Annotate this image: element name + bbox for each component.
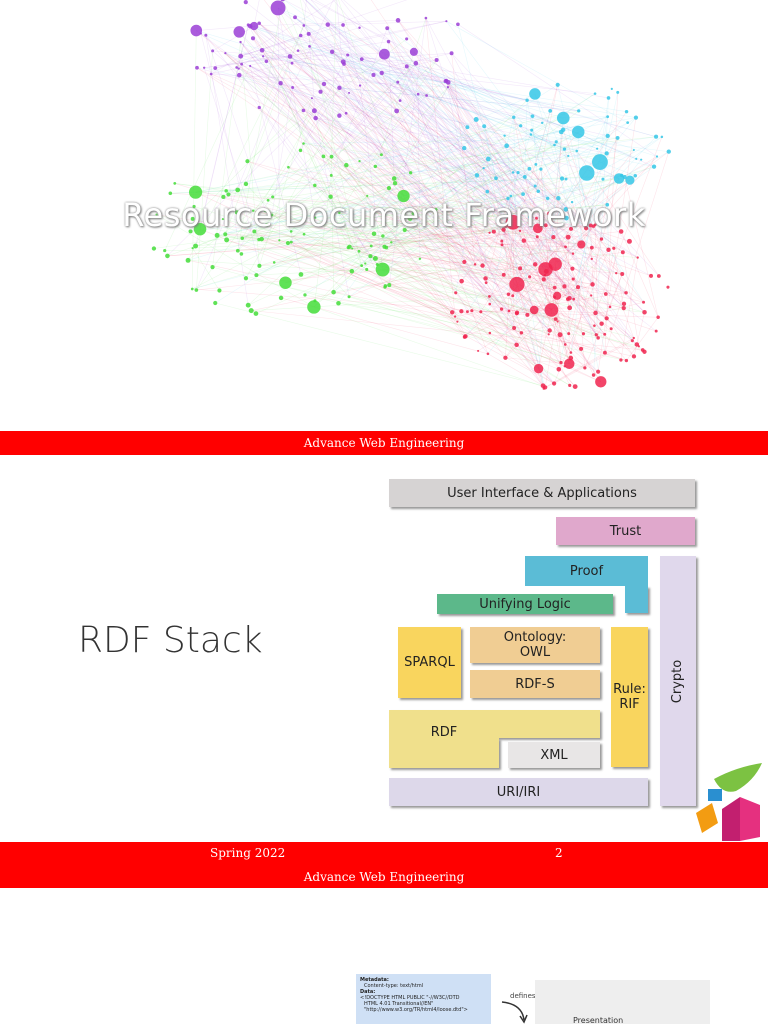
layer-proof-extension [625, 586, 648, 613]
network-graph-image [151, 0, 671, 390]
footer-bar: Advance Web Engineering [0, 431, 768, 455]
layer-rdf-extension [389, 738, 499, 768]
defines-label: defines [510, 992, 536, 1000]
semantic-web-logo [696, 763, 762, 841]
slide-html-diagram: Metadata: Content-type: text/html Data: … [0, 888, 768, 1024]
layer-crypto-label: Crypto [670, 659, 686, 703]
layer-sparql: SPARQL [398, 627, 461, 698]
layer-ui: User Interface & Applications [389, 479, 695, 507]
layer-ontology-label: Ontology: OWL [503, 630, 567, 660]
layer-rule-label: Rule: RIF [613, 682, 646, 712]
footer-course-name: Advance Web Engineering [303, 870, 465, 884]
layer-sparql-label: SPARQL [404, 655, 455, 670]
data-line-3: "http://www.w3.org/TR/html4/loose.dtd"> [364, 1007, 468, 1013]
network-nodes [151, 0, 671, 390]
data-line-1: <!DOCTYPE HTML PUBLIC "-//W3C//DTD [360, 995, 460, 1001]
slide-rdf-stack: RDF Stack User Interface & Applications … [0, 455, 768, 842]
layer-ui-label: User Interface & Applications [447, 485, 637, 501]
slide-title: Resource Document Framework [122, 196, 646, 234]
footer-semester: Spring 2022 [210, 846, 286, 860]
footer-bar: Spring 2022 2 Advance Web Engineering [0, 842, 768, 888]
metadata-card: Metadata: Content-type: text/html Data: … [356, 974, 491, 1024]
layer-rdf-label: RDF [430, 725, 458, 740]
presentation-label: Presentation [573, 1016, 624, 1024]
curved-arrow-icon [501, 1001, 528, 1024]
layer-xml: XML [508, 742, 600, 768]
layer-proof: Proof [525, 556, 648, 586]
metadata-heading: Metadata: [360, 977, 389, 983]
layer-uri-label: URI/IRI [496, 784, 541, 800]
layer-crypto: Crypto [660, 556, 696, 806]
slide-title: RDF Stack [78, 620, 263, 661]
layer-proof-label: Proof [569, 563, 604, 579]
slide-network-title: Resource Document Framework [0, 0, 768, 431]
layer-unifying-logic: Unifying Logic [437, 594, 613, 614]
data-line-2: HTML 4.01 Transitional//EN" [364, 1001, 434, 1007]
layer-rdfs-label: RDF-S [515, 676, 555, 692]
data-heading: Data: [360, 989, 376, 995]
metadata-content-type: Content-type: text/html [364, 983, 424, 989]
layer-xml-label: XML [540, 747, 568, 763]
layer-rule: Rule: RIF [611, 627, 648, 767]
layer-ontology: Ontology: OWL [470, 627, 600, 663]
layer-trust-label: Trust [609, 523, 642, 539]
network-edges [153, 0, 670, 389]
layer-trust: Trust [556, 517, 695, 545]
layer-rdf [389, 710, 600, 738]
footer-course-name: Advance Web Engineering [303, 436, 465, 450]
layer-uri: URI/IRI [389, 778, 648, 806]
presentation-panel [535, 980, 710, 1024]
layer-logic-label: Unifying Logic [479, 596, 571, 612]
footer-page-number: 2 [555, 846, 563, 860]
layer-rdfs: RDF-S [470, 670, 600, 698]
